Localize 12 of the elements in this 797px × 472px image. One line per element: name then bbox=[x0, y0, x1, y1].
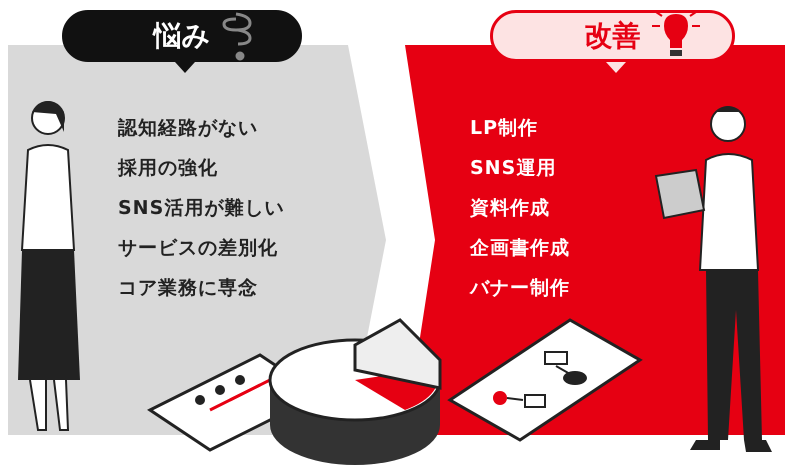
list-item: バナー制作 bbox=[470, 276, 570, 301]
bubble-title: 改善 bbox=[584, 18, 640, 54]
list-item: SNS運用 bbox=[470, 156, 556, 181]
list-item: LP制作 bbox=[470, 116, 538, 141]
bubble-title: 悩み bbox=[154, 18, 210, 54]
list-item: 採用の強化 bbox=[118, 156, 218, 181]
list-item: コア業務に専念 bbox=[118, 276, 258, 301]
list-item: 企画書作成 bbox=[470, 236, 570, 261]
list-item: SNS活用が難しい bbox=[118, 196, 284, 221]
list-item: 資料作成 bbox=[470, 196, 550, 221]
list-item: 認知経路がない bbox=[118, 116, 258, 141]
list-item: サービスの差別化 bbox=[118, 236, 278, 261]
